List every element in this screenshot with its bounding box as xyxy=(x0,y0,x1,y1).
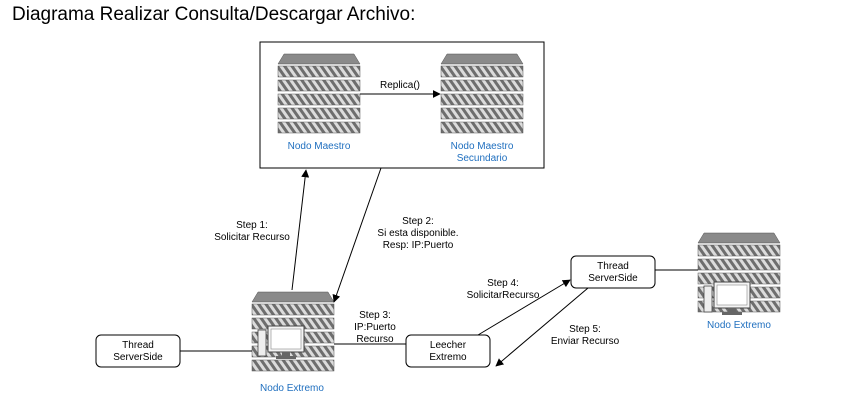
nodo-extremo-right[interactable]: Nodo Extremo xyxy=(697,232,781,331)
step3-label-line1: Step 3: xyxy=(359,310,391,321)
thread-left-line1: Thread xyxy=(122,340,154,351)
page-title: Diagrama Realizar Consulta/Descargar Arc… xyxy=(12,4,416,25)
step2-edge xyxy=(332,167,382,303)
step1-label-line1: Step 1: xyxy=(236,220,268,231)
step1-edge xyxy=(291,169,310,291)
step4-edge xyxy=(477,279,571,336)
leecher-line2: Extremo xyxy=(429,352,467,363)
leecher-extremo[interactable]: Leecher Extremo xyxy=(405,334,491,368)
step3-label-line2: IP:Puerto xyxy=(354,322,396,333)
step5-edge xyxy=(495,287,589,367)
nodo-extremo-left-label: Nodo Extremo xyxy=(260,383,324,394)
leecher-line1: Leecher xyxy=(430,340,467,351)
nodo-maestro-secundario[interactable]: Nodo Maestro Secundario xyxy=(440,53,524,164)
thread-left-line2: ServerSide xyxy=(113,352,163,363)
step2-label-line1: Step 2: xyxy=(402,216,434,227)
step5-label-line2: Enviar Recurso xyxy=(551,336,620,347)
thread-serverside-right[interactable]: Thread ServerSide xyxy=(570,255,656,289)
step2-label-line2: Si esta disponible. xyxy=(377,228,458,239)
step4-label-line1: Step 4: xyxy=(487,278,519,289)
step2-label-line3: Resp: IP:Puerto xyxy=(383,240,454,251)
step3-label-line3: Recurso xyxy=(356,334,394,345)
nodo-extremo-right-label: Nodo Extremo xyxy=(707,320,771,331)
thread-serverside-left[interactable]: Thread ServerSide xyxy=(95,334,181,368)
thread-right-line2: ServerSide xyxy=(588,273,638,284)
thread-right-line1: Thread xyxy=(597,261,629,272)
replica-label: Replica() xyxy=(380,80,420,91)
step5-label-line1: Step 5: xyxy=(569,324,601,335)
nodo-maestro-label: Nodo Maestro xyxy=(288,141,351,152)
step1-label-line2: Solicitar Recurso xyxy=(214,232,290,243)
step4-label-line2: SolicitarRecurso xyxy=(467,290,540,301)
nodo-extremo-left[interactable]: Nodo Extremo xyxy=(251,291,335,394)
nodo-maestro[interactable]: Nodo Maestro xyxy=(277,53,361,152)
nodo-maestro-secundario-label-line2: Secundario xyxy=(457,153,508,164)
nodo-maestro-secundario-label-line1: Nodo Maestro xyxy=(451,141,514,152)
